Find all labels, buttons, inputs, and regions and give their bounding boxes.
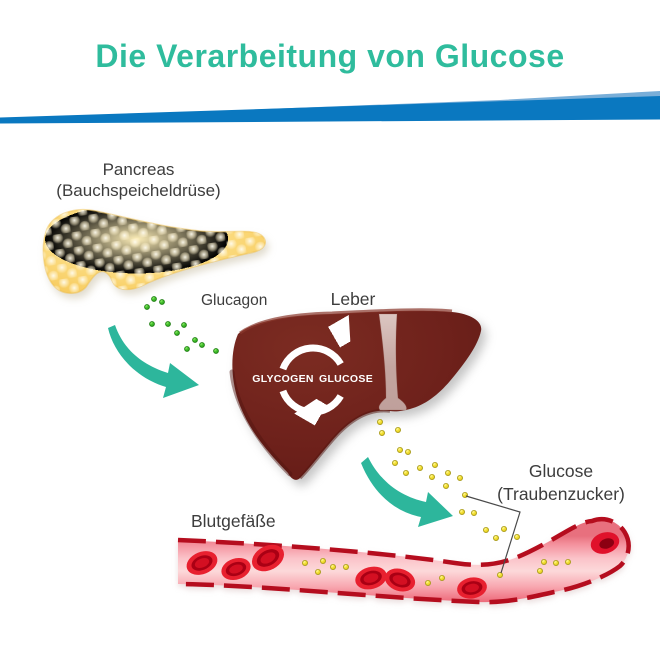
blood-vessel-illustration [177,517,631,605]
arrow-liver-to-vessel-icon [361,457,453,527]
glucose-dots-falling [376,418,521,542]
liver-label: Leber [330,289,376,309]
pancreas-illustration [42,209,266,294]
glucose-dots-in-vessel [301,558,572,587]
ribbon-main-stripe [0,96,660,124]
liver-top-highlight [239,308,453,335]
blood-vessel-label: Blutgefäße [191,511,276,531]
liver-ligament-band [378,313,407,411]
liver-illustration [229,308,482,480]
pancreas-texture [43,209,266,294]
vessel-dashed-wall [177,517,631,605]
glycogen-glucose-cycle-icon [279,348,341,412]
pancreas-label: Pancreas (Bauchspeicheldrüse) [16,159,261,201]
vessel-tube [178,519,629,603]
liver-inner-shade [298,408,391,480]
arrow-pancreas-to-liver-icon [108,325,199,398]
glucose-label: Glucose (Traubenzucker) [470,460,652,506]
page-title: Die Verarbeitung von Glucose [95,38,565,74]
glucose-leader-line [465,495,521,574]
liver-bottom-shade [229,369,293,477]
glucose-label-line1: Glucose [528,461,594,481]
glucagon-label: Glucagon [201,292,268,309]
pancreas-label-line2: (Bauchspeicheldrüse) [56,181,221,200]
header-ribbon [0,91,660,124]
glucose-label-line2: (Traubenzucker) [497,484,625,504]
glucagon-dots [144,296,219,354]
pancreas-label-line1: Pancreas [102,160,175,179]
cycle-glucose-label: GLUCOSE [318,373,374,385]
red-blood-cells [186,532,620,599]
cycle-glycogen-label: GLYCOGEN [252,373,314,385]
